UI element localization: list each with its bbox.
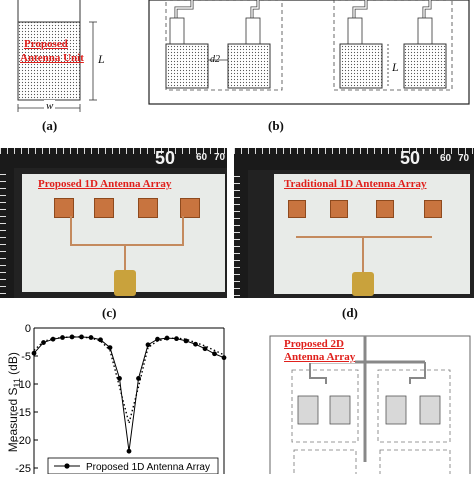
patch-d-2 [330,200,348,218]
legend-label: Proposed 1D Antenna Array [86,462,210,473]
sma-connector [114,270,136,296]
ruler-tick-60: 60 [196,152,208,163]
series-point [31,350,37,356]
y-tick-label: -10 [15,379,31,391]
series-point [221,355,227,361]
caption-b: (b) [268,118,284,133]
ruler-big-number: 50 [155,148,176,168]
series-point [41,340,46,345]
dim-d2-label: d2 [210,54,220,65]
series-point [155,336,160,342]
title-proposed-1d-text: Proposed 1D Antenna Array [38,178,172,190]
title-traditional-1d: Traditional 1D Antenna Array [284,178,427,190]
patch-d-1 [288,200,306,218]
series-point [164,335,170,341]
array-layout-diagram [148,0,470,105]
dim-w-label: w [44,100,56,112]
ruler-tick-70: 70 [214,152,226,163]
legend-box [47,457,219,474]
dim-L-label: L [98,52,105,67]
patch-3 [138,198,158,218]
y-tick-label: -25 [15,463,31,474]
feed-line-d-main [296,236,432,238]
ruler-top-d [234,148,474,170]
photo-1d-proposed: 50 60 70 Proposed 1D Antenna Array [0,148,227,298]
array-2d-label-2: Antenna Array [284,351,356,363]
series-point [202,346,208,352]
series-point [117,376,122,381]
series-line-2 [33,336,225,426]
caption-a: (a) [42,118,58,133]
y-tick-label: -5 [21,351,31,363]
ruler-top [0,148,227,168]
photo-1d-traditional: 50 60 70 Traditional 1D Antenna Array [234,148,474,298]
series-point [69,334,75,340]
antenna-unit-diagram [17,0,97,112]
series-point [107,345,113,350]
series-point [98,337,103,343]
dim-L-label-b: L [392,60,399,74]
caption-d: (d) [342,305,358,320]
ruler-left [0,168,14,298]
y-tick-label: 0 [25,323,31,335]
patch-d-3 [376,200,394,218]
antenna-unit-label-2: Antenna Unit [20,52,84,64]
series-line-1 [33,336,225,452]
series-point [145,342,151,348]
ruler-tick-60-d: 60 [440,153,452,164]
legend-marker [64,463,70,469]
patch-4 [180,198,200,218]
patch-2 [94,198,114,218]
array-2d-label-1: Proposed 2D [284,338,344,350]
panel-b: d2 L (b) [140,0,474,135]
ruler-big-number-d: 50 [400,148,421,168]
feed-line-d-center [362,236,364,274]
series-point [193,341,198,347]
caption-c: (c) [102,305,117,320]
series-point [126,448,132,454]
series-point [79,334,84,340]
title-proposed-1d: Proposed 1D Antenna Array [38,178,172,190]
y-tick-label: -20 [15,435,31,447]
patch-1 [54,198,74,218]
feed-line-right [182,216,184,246]
panel-a: Proposed Antenna Unit L w (a) [0,0,130,135]
series-point [212,351,217,357]
ruler-left-d [234,170,248,298]
feed-line-main [70,244,182,246]
antenna-unit-label-1: Proposed [24,38,68,50]
s11-chart: 0 -5 -10 -15 -20 -25 Proposed 1D Antenna Array [15,323,227,474]
patch-d-4 [424,200,442,218]
panel-f: Proposed 2D Antenna Array [250,322,474,479]
title-traditional-1d-text: Traditional 1D Antenna Array [284,178,427,190]
feed-line-center [124,244,126,274]
feed-line-left [70,216,72,246]
y-tick-label: -15 [15,407,31,419]
sma-connector-d [352,272,374,296]
ruler-tick-70-d: 70 [458,153,470,164]
